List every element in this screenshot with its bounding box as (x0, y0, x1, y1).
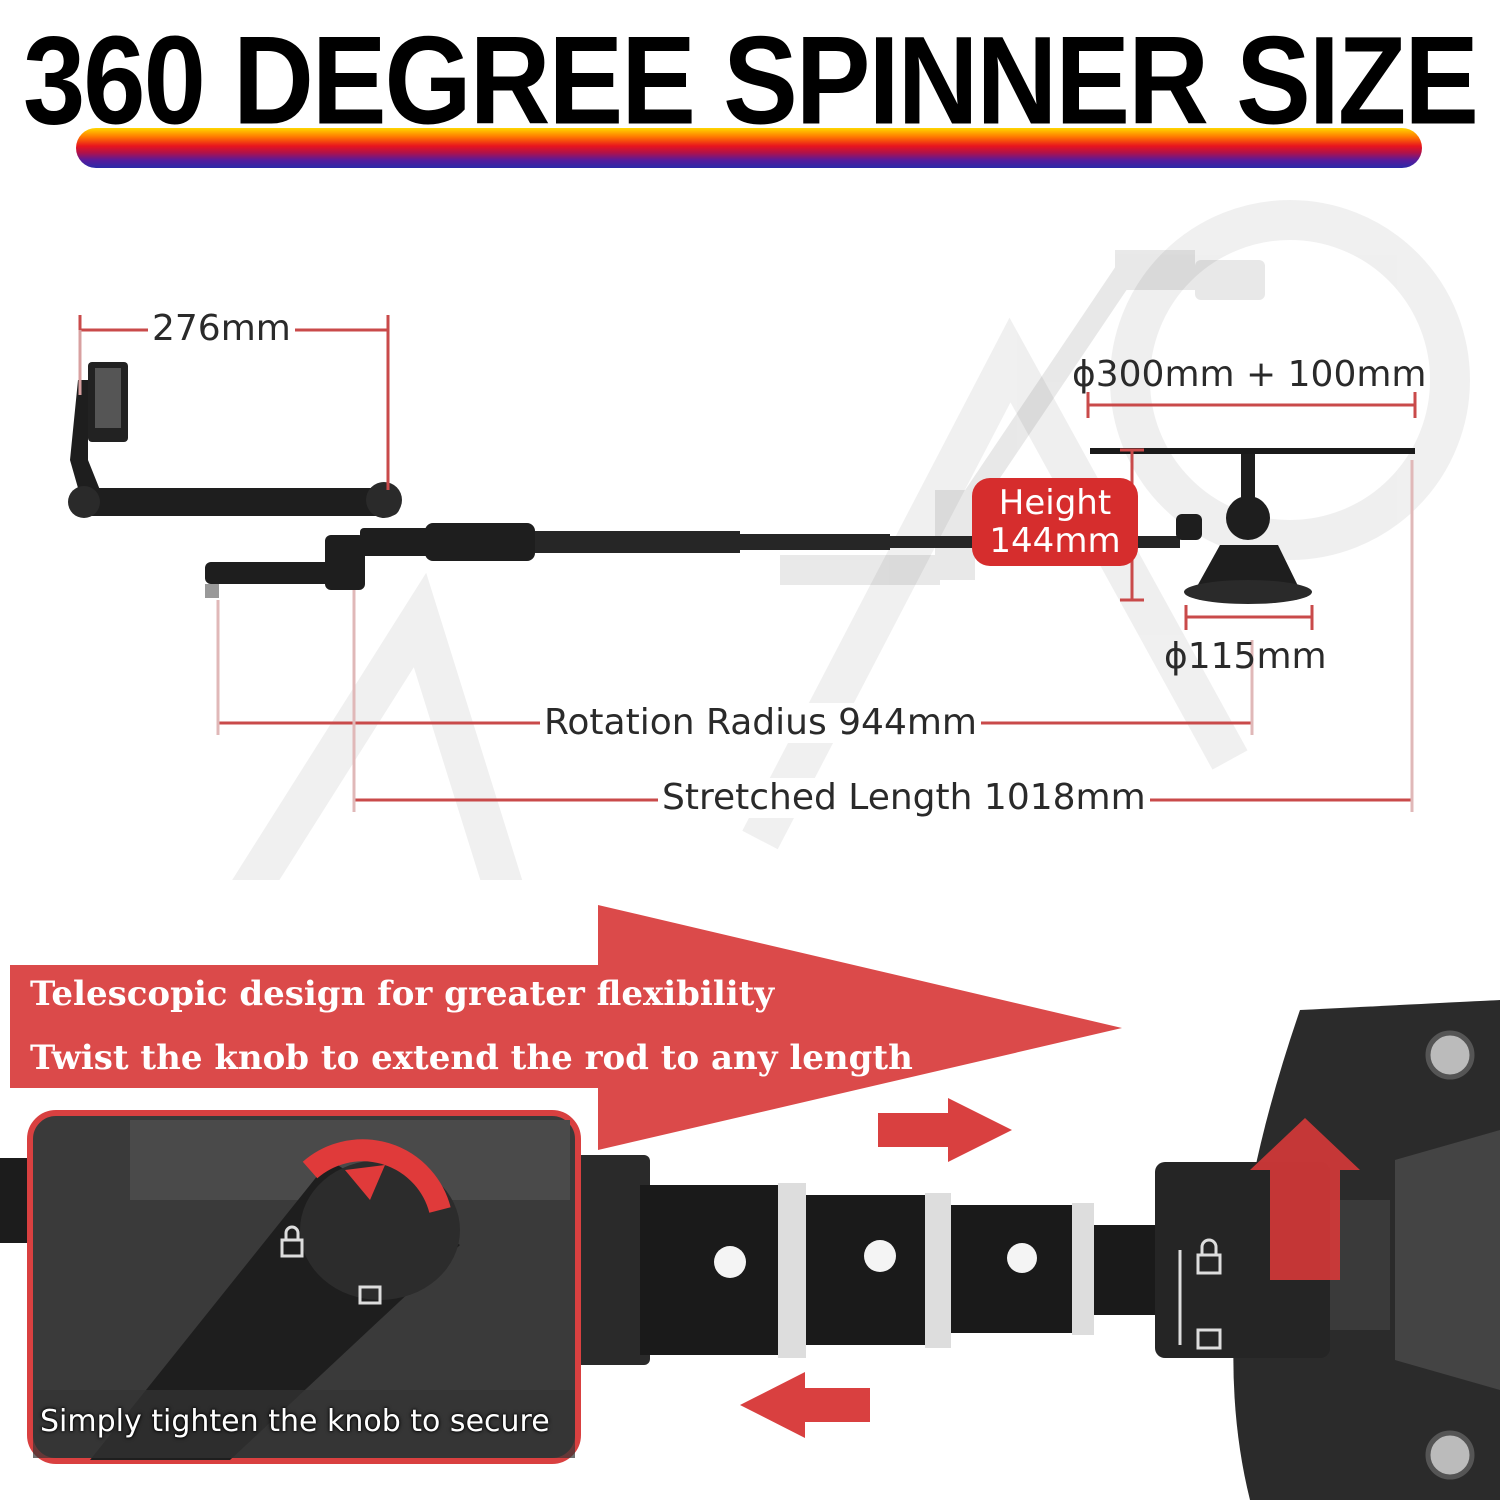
holder-width-label: 276mm (148, 309, 295, 349)
plate-diameter-label: ϕ300mm + 100mm (1072, 354, 1427, 395)
feature-line-2: Twist the knob to extend the rod to any … (30, 1038, 913, 1078)
title-underline-bar (76, 128, 1422, 168)
height-badge: Height 144mm (972, 478, 1138, 566)
inset-caption: Simply tighten the knob to secure (40, 1404, 550, 1439)
phone-holder-image (68, 362, 402, 598)
stretched-length-label: Stretched Length 1018mm (658, 778, 1150, 818)
height-badge-line2: 144mm (989, 521, 1121, 561)
rotation-radius-label: Rotation Radius 944mm (540, 703, 982, 743)
page-title: 360 DEGREE SPINNER SIZE (22, 10, 1479, 151)
lock-icon (1178, 1238, 1222, 1350)
ghost-arm-image (780, 250, 1265, 585)
spinner-dimension-diagram (68, 200, 1470, 880)
watermark-logo (232, 200, 1470, 880)
feature-line-1: Telescopic design for greater flexibilit… (30, 974, 775, 1014)
height-badge-line1: Height (998, 483, 1112, 523)
base-diameter-label: ϕ115mm (1164, 636, 1327, 677)
rotating-base-image (1090, 448, 1415, 604)
feature-banner-arrow (10, 905, 1122, 1150)
